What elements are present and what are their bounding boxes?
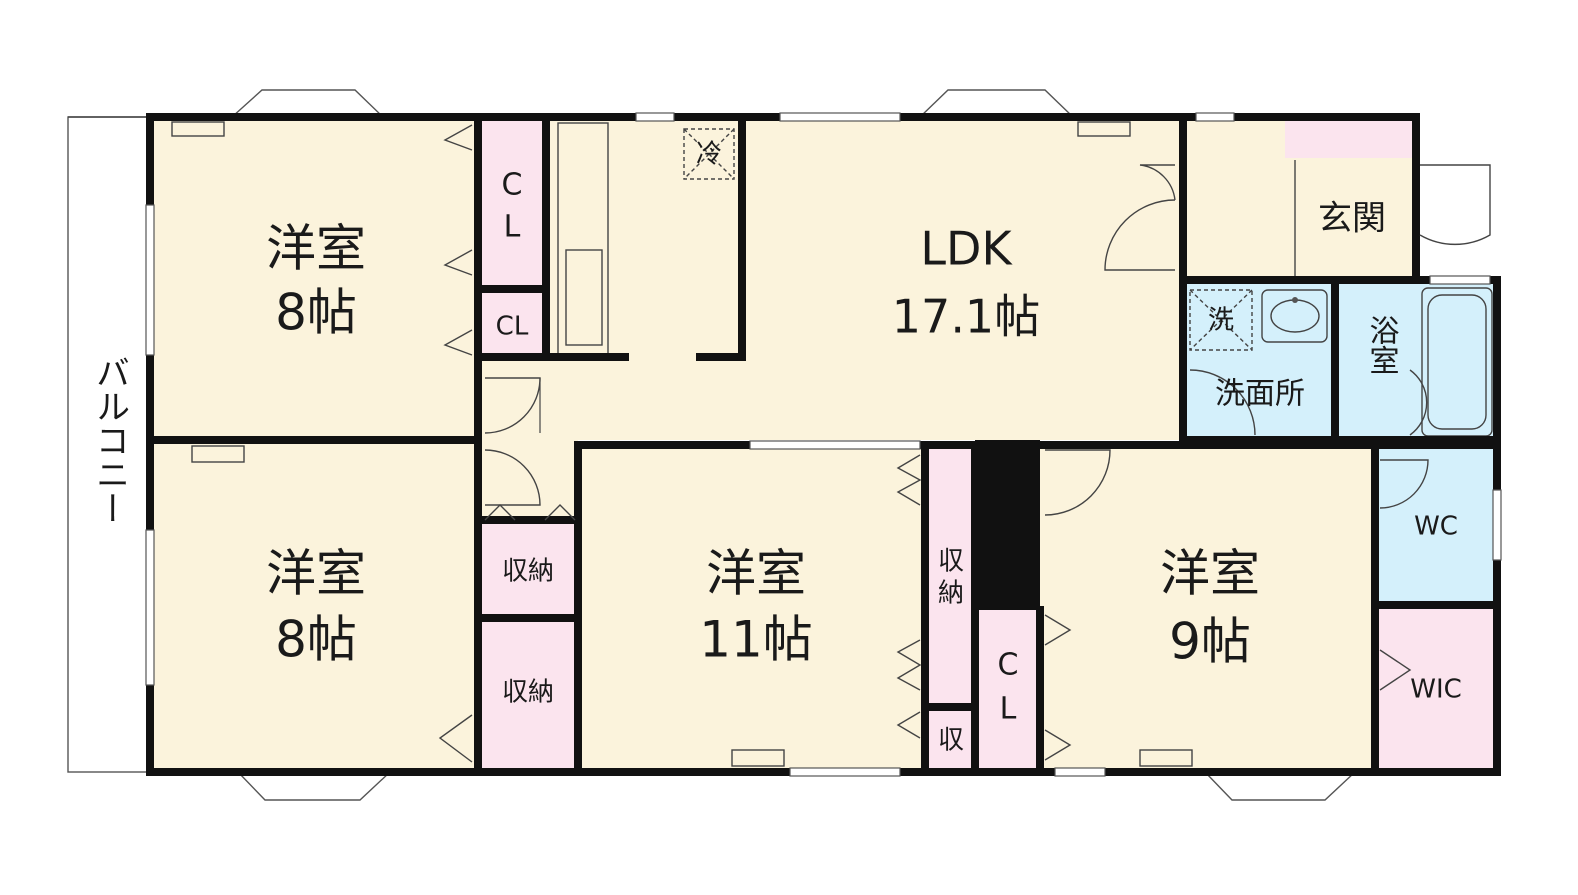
room-center-fill: [578, 445, 925, 772]
room-east-fill: [1040, 445, 1375, 772]
room-center-name: 洋室: [706, 545, 806, 603]
bay-window: [237, 771, 391, 801]
closet-tall-label-l: L: [504, 210, 521, 245]
washer-label: 洗: [1208, 306, 1234, 336]
storage-small-fill: [925, 707, 975, 772]
bay-window: [1204, 771, 1356, 801]
fridge-space: [683, 128, 735, 180]
storage-lower-label: 収納: [502, 678, 554, 708]
room-nw-name: 洋室: [266, 220, 366, 278]
folding-doors: [438, 124, 1072, 763]
room-east-name: 洋室: [1160, 545, 1260, 603]
toilet-label: WC: [1414, 512, 1458, 542]
wic-label: WIC: [1410, 675, 1462, 705]
washer-space: [1189, 289, 1253, 351]
bay-window: [231, 89, 384, 118]
entrance-label: 玄関: [1318, 199, 1386, 239]
balcony-label: バルコニー: [90, 355, 130, 525]
wic-fill: [1375, 605, 1497, 772]
ldk-size: 17.1帖: [892, 290, 1040, 344]
kitchen-sink: [565, 249, 603, 346]
storage-small-label: 収: [938, 726, 964, 756]
room-east-size: 9帖: [1169, 613, 1251, 671]
storage-upper-label: 収納: [502, 557, 554, 587]
air-conditioners: [171, 121, 1193, 767]
closet-tall-label-c: C: [502, 168, 523, 203]
bay-window: [919, 89, 1074, 118]
room-sw-fill: [150, 440, 478, 772]
closet-east-label-c: C: [998, 648, 1019, 683]
room-center-size: 11帖: [699, 611, 813, 669]
doors: [484, 164, 1491, 691]
storage-upper-fill: [478, 520, 578, 618]
storage-lower-fill: [478, 618, 578, 772]
storage-vertical-label-2: 納: [938, 579, 964, 609]
closet-tall-fill: [478, 117, 546, 289]
ldk-name: LDK: [920, 222, 1013, 276]
pipe-shaft: [975, 440, 1040, 610]
shoe-cabinet: [1285, 120, 1412, 158]
room-sw-name: 洋室: [266, 545, 366, 603]
room-nw-size: 8帖: [275, 284, 357, 342]
wash-basin: [1261, 289, 1328, 343]
storage-vertical-fill: [925, 445, 975, 707]
bath-label-top: 浴室: [1364, 315, 1399, 375]
room-sw-size: 8帖: [275, 611, 357, 669]
room-nw-fill: [150, 117, 478, 440]
closet-east-label-l: L: [1000, 692, 1017, 727]
storage-vertical-label-1: 収: [938, 547, 964, 577]
bath-fill: [1335, 280, 1497, 440]
closet-small-fill: [478, 289, 546, 357]
washroom-label: 洗面所: [1215, 377, 1305, 412]
balcony: [67, 116, 151, 773]
closet-small-label: CL: [496, 312, 529, 342]
toilet-fill: [1375, 445, 1497, 605]
fridge-label: 冷: [696, 140, 722, 170]
closet-east-fill: [975, 610, 1040, 772]
ldk-fill: [478, 117, 1183, 440]
washroom-fill: [1183, 280, 1335, 440]
windows: [145, 112, 1502, 777]
